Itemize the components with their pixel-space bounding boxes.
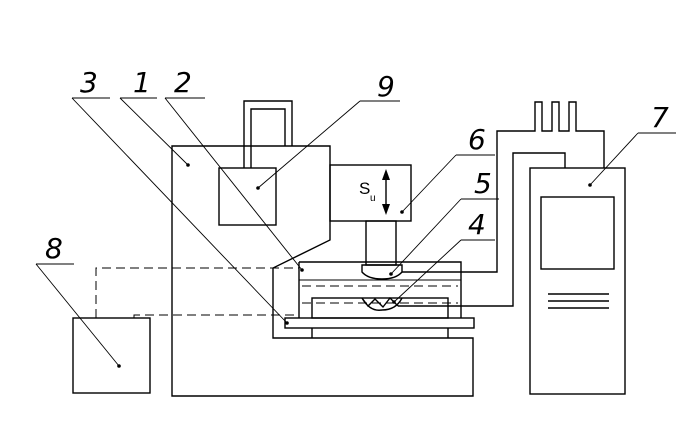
pump-unit — [72, 317, 151, 394]
leader-5 — [390, 198, 462, 275]
leader-2 — [164, 97, 303, 271]
leader-7 — [589, 132, 639, 186]
label-9: 9 — [377, 70, 395, 103]
wire-to-cabinet-top — [600, 130, 605, 168]
label-4: 4 — [468, 208, 486, 241]
feed-direction-arrow — [382, 169, 390, 215]
supply-line-lower — [133, 314, 299, 318]
supply-line-upper — [95, 267, 299, 318]
leader-3 — [71, 97, 288, 324]
feed-subscript: u — [370, 193, 376, 204]
workpiece — [361, 296, 403, 311]
leader-6 — [401, 154, 457, 213]
workpiece-fixture — [311, 297, 449, 319]
leader-9 — [257, 100, 361, 189]
feed-symbol: S — [359, 179, 370, 198]
head-block — [218, 167, 277, 226]
label-2: 2 — [174, 66, 192, 99]
label-7: 7 — [651, 101, 669, 134]
head-top-bracket — [243, 100, 293, 168]
label-6: 6 — [468, 123, 486, 156]
leader-1 — [119, 97, 189, 166]
label-5: 5 — [474, 167, 492, 200]
worktable-plate — [284, 317, 475, 329]
electrode-stem — [365, 220, 397, 266]
wire-to-workpiece — [398, 152, 566, 307]
label-3: 3 — [80, 66, 98, 99]
pulse-waveform — [520, 101, 600, 132]
wire-to-electrode — [402, 130, 520, 273]
leader-8 — [35, 263, 120, 367]
label-1: 1 — [133, 66, 151, 99]
leader-4 — [393, 239, 462, 303]
power-cabinet — [529, 167, 626, 395]
cabinet-screen — [540, 196, 615, 270]
electrode-tool — [361, 264, 403, 280]
label-8: 8 — [45, 232, 63, 265]
work-tank — [298, 261, 462, 318]
